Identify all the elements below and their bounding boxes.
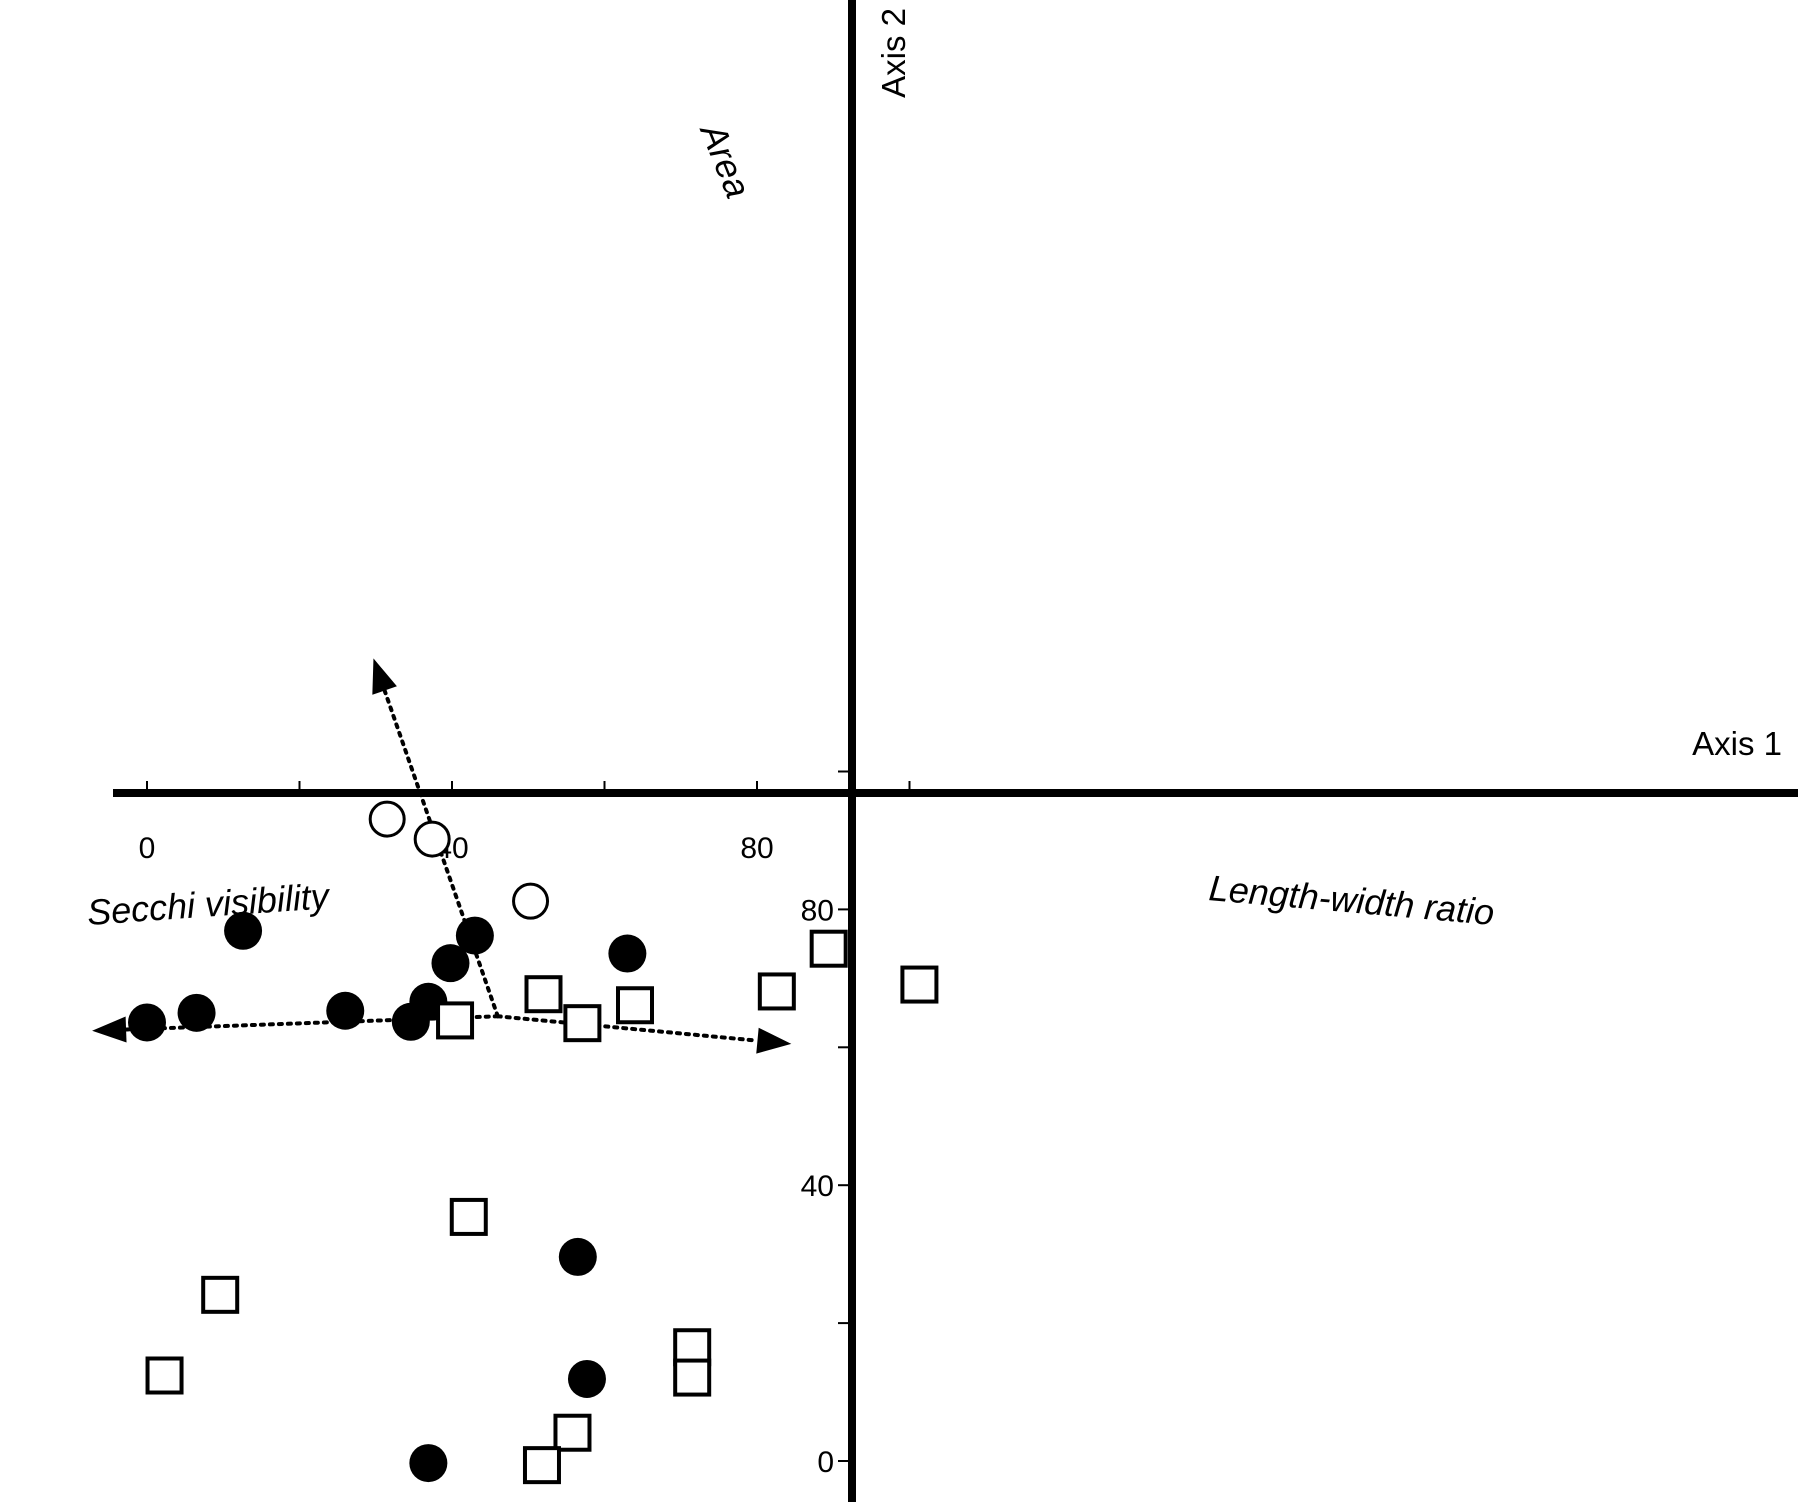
open-square-point bbox=[900, 965, 939, 1004]
open-square-point bbox=[436, 1001, 475, 1040]
vector-arrowhead bbox=[756, 1027, 792, 1054]
filled-circle-point bbox=[455, 916, 494, 955]
open-circle-point bbox=[413, 820, 451, 858]
open-square-point bbox=[522, 1446, 561, 1485]
open-square-point bbox=[524, 975, 563, 1014]
x-tick-label: 0 bbox=[139, 832, 156, 865]
vector-arrowhead bbox=[92, 1016, 127, 1043]
open-square-point bbox=[145, 1356, 184, 1395]
vector-label: Length-width ratio bbox=[1207, 867, 1496, 933]
vector-label: Secchi visibility bbox=[86, 875, 332, 933]
filled-circle-point bbox=[177, 993, 216, 1032]
open-square-point bbox=[616, 986, 654, 1025]
y-tick-label: 80 bbox=[801, 894, 834, 927]
open-square-point bbox=[757, 972, 796, 1011]
open-circle-point bbox=[512, 882, 550, 920]
y-tick-label: 0 bbox=[817, 1446, 834, 1479]
open-square-point bbox=[201, 1275, 240, 1314]
filled-circle-point bbox=[431, 944, 470, 983]
axis-1-label: Axis 1 bbox=[1692, 725, 1782, 762]
filled-circle-point bbox=[128, 1003, 166, 1042]
open-circle-point bbox=[368, 800, 406, 838]
y-tick-label: 40 bbox=[801, 1170, 834, 1203]
vector-line bbox=[495, 1014, 760, 1043]
filled-circle-point bbox=[326, 991, 365, 1030]
open-square-point bbox=[553, 1413, 592, 1452]
vector-arrowhead bbox=[372, 658, 397, 695]
vector-label: Area bbox=[692, 116, 759, 204]
filled-circle-point bbox=[224, 911, 263, 950]
filled-circle-point bbox=[558, 1237, 597, 1276]
filled-circle-point bbox=[608, 934, 647, 973]
axes: Axis 1 Axis 2 bbox=[113, 0, 1798, 1502]
axis-2-label: Axis 2 bbox=[875, 8, 912, 98]
data-points bbox=[128, 800, 939, 1485]
open-square-point bbox=[673, 1358, 712, 1397]
open-square-point bbox=[809, 929, 848, 968]
open-square-point bbox=[563, 1004, 602, 1043]
x-tick-label: 80 bbox=[740, 832, 773, 865]
filled-circle-point bbox=[567, 1359, 606, 1398]
filled-circle-point bbox=[409, 1444, 448, 1483]
open-square-point bbox=[449, 1197, 488, 1236]
